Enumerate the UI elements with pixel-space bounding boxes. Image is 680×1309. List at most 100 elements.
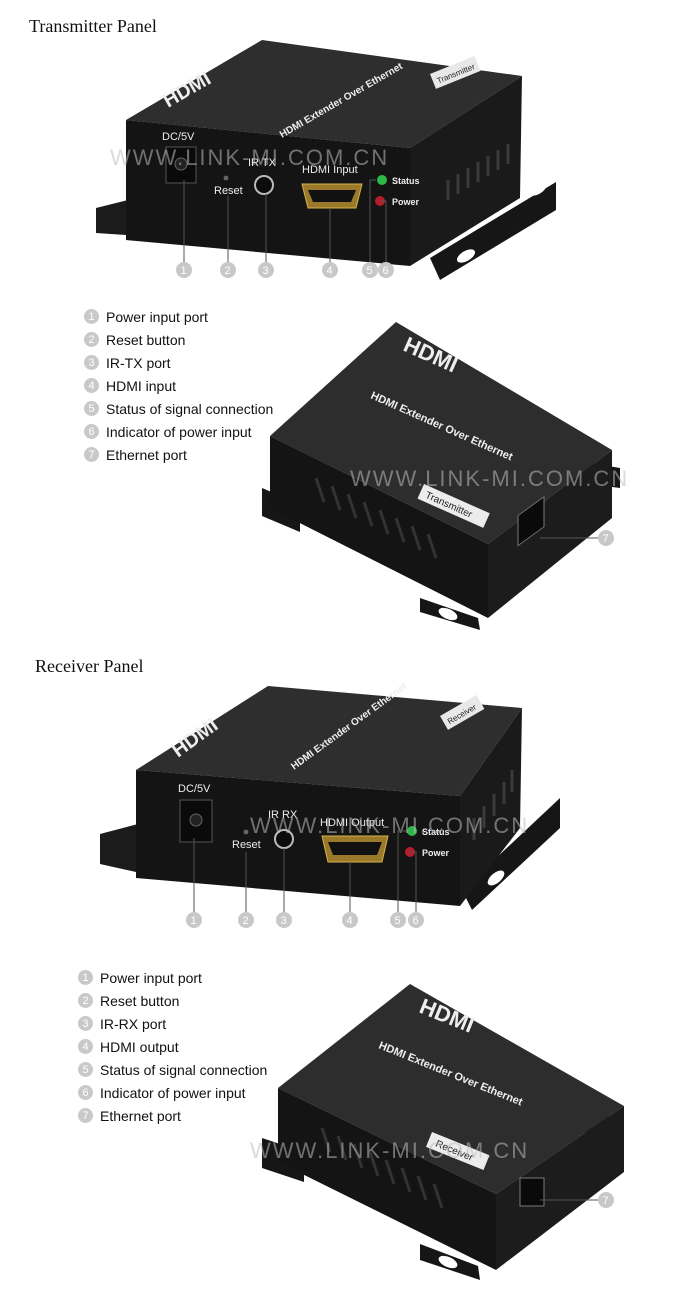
badge-sticker (440, 695, 485, 730)
callout-7-number: 7 (603, 533, 609, 545)
hdmi-port-label: HDMI Input (302, 164, 358, 176)
callout-5 (362, 262, 378, 278)
receiver-panel-title: Receiver Panel (35, 656, 144, 676)
device-rear-face (496, 1106, 624, 1270)
device-right-side (410, 76, 522, 266)
transmitter-front-diagram: HDMI HDMI Extender Over Ethernet Transmi… (96, 40, 556, 280)
legend-label: HDMI input (106, 377, 177, 394)
mounting-ear-left (100, 824, 138, 872)
device-left-side (270, 436, 488, 618)
ir-label: IR TX (248, 157, 277, 169)
legend-item: 3 IR-RX port (78, 1012, 267, 1035)
legend-number: 5 (78, 1062, 93, 1077)
dc-jack-hole (189, 813, 203, 827)
legend-label: Indicator of power input (106, 423, 252, 440)
status-led (407, 826, 417, 836)
callout-1 (176, 262, 192, 278)
hdmi-port-slot (308, 190, 356, 202)
ear-slot-icon (438, 1255, 458, 1269)
callout-2 (238, 912, 254, 928)
callout-5 (390, 912, 406, 928)
callout-3 (258, 262, 274, 278)
legend-number: 5 (84, 401, 99, 416)
callout-markers: 1 2 3 4 5 6 (176, 262, 394, 278)
badge-sticker (417, 483, 490, 528)
reset-pinhole (243, 829, 249, 835)
legend-label: Power input port (106, 308, 208, 325)
hdmi-port-label: HDMI Output (320, 817, 384, 829)
callout-7-number: 7 (603, 1195, 609, 1207)
legend-label: Ethernet port (106, 446, 187, 463)
mounting-ear-right (462, 798, 560, 910)
callout-3 (276, 912, 292, 928)
legend-label: HDMI output (100, 1038, 179, 1055)
callout-6-number: 6 (383, 265, 389, 277)
hdmi-port-slot (328, 842, 382, 855)
legend-label: Power input port (100, 969, 202, 986)
legend-label: Status of signal connection (100, 1061, 268, 1078)
ethernet-port (517, 495, 545, 547)
callout-6-number: 6 (413, 915, 419, 927)
device-rear-face (488, 450, 612, 618)
receiver-front-diagram: HDMI HDMI Extender Over Ethernet Receive… (100, 681, 560, 928)
legend-number: 4 (84, 378, 99, 393)
callout-1 (186, 912, 202, 928)
legend-item: 4 HDMI input (84, 374, 273, 397)
callout-2-number: 2 (243, 915, 249, 927)
device-top-surface (270, 322, 612, 544)
legend-number: 7 (78, 1108, 93, 1123)
device-front-face (136, 770, 460, 906)
callout-markers: 1 2 3 4 5 6 (186, 912, 424, 928)
callout-5-number: 5 (395, 915, 401, 927)
ear-slot-icon (456, 249, 476, 263)
legend-number: 3 (78, 1016, 93, 1031)
callout-7 (598, 530, 614, 546)
callout-1-number: 1 (181, 265, 187, 277)
callout-5-number: 5 (367, 265, 373, 277)
badge-sticker (430, 56, 481, 89)
callout-4 (342, 912, 358, 928)
legend-number: 6 (78, 1085, 93, 1100)
status-led (377, 175, 387, 185)
ethernet-port (519, 1177, 545, 1207)
legend-number: 1 (78, 970, 93, 985)
callout-4-number: 4 (347, 915, 353, 927)
callout-4-number: 4 (327, 265, 333, 277)
ear-slot-icon (487, 870, 505, 886)
ear-slot-icon (529, 184, 547, 196)
callout-4 (322, 262, 338, 278)
ir-label: IR RX (268, 809, 298, 821)
watermark: WWW.LINK-MI.COM.CN (250, 813, 529, 838)
mounting-ear-left (96, 200, 128, 235)
legend-label: IR-TX port (106, 354, 171, 371)
vent-slots (446, 144, 510, 200)
callout-7 (598, 1192, 614, 1208)
ir-port (254, 175, 274, 195)
ear-slot-icon (438, 607, 458, 621)
transmitter-panel-title: Transmitter Panel (29, 16, 157, 36)
dc-jack-port (179, 799, 213, 843)
legend-label: Status of signal connection (106, 400, 274, 417)
dc-jack-hole (174, 157, 188, 171)
callout-6 (408, 912, 424, 928)
vent-slots (320, 1127, 444, 1209)
ear-slot-icon (532, 795, 548, 809)
callout-1-number: 1 (191, 915, 197, 927)
watermark: WWW.LINK-MI.COM.CN (110, 145, 389, 170)
power-label: Power (392, 197, 420, 207)
legend-label: IR-RX port (100, 1015, 167, 1032)
receiver-rear-diagram: HDMI HDMI Extender Over Ethernet Receive… (250, 984, 624, 1280)
callout-2 (220, 262, 236, 278)
callout-6 (378, 262, 394, 278)
device-left-side (278, 1088, 496, 1270)
callout-2-number: 2 (225, 265, 231, 277)
legend-label: Reset button (100, 992, 180, 1009)
